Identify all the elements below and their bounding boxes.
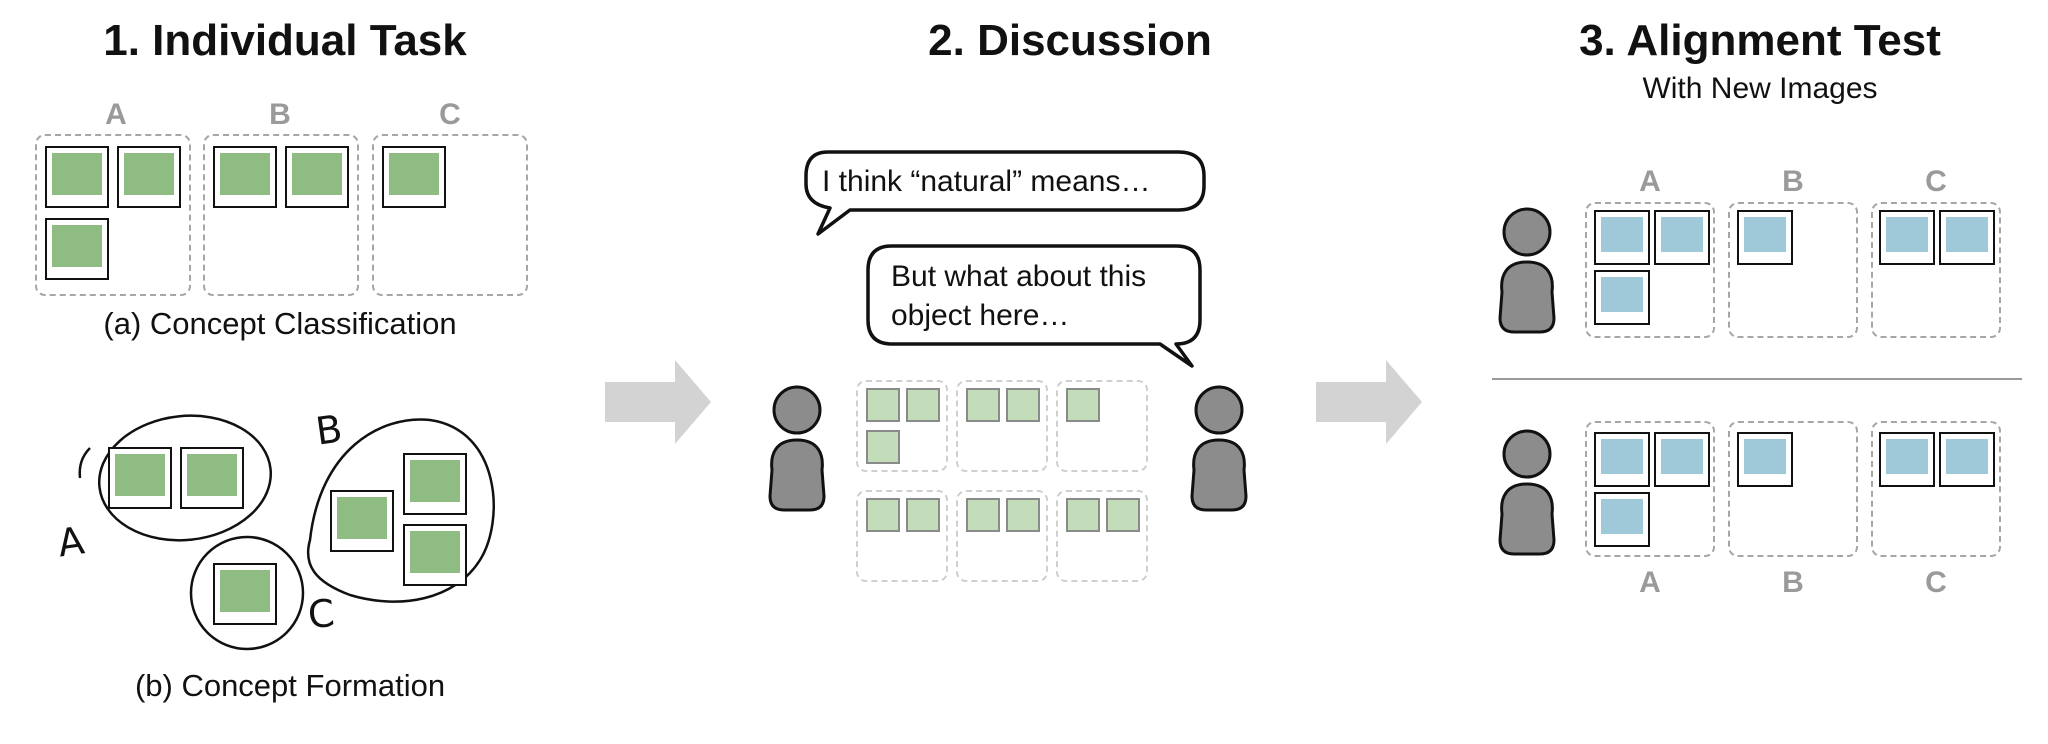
image-card — [330, 490, 394, 552]
speech-text-1: I think “natural” means… — [822, 165, 1151, 198]
image-thumbnail — [1006, 388, 1040, 422]
image-thumbnail — [1066, 498, 1100, 532]
image-card — [1594, 270, 1650, 325]
group-box — [1056, 490, 1148, 582]
image-card — [213, 146, 277, 208]
image-card — [180, 447, 244, 509]
group-box-b — [1728, 202, 1858, 338]
person-icon — [1190, 385, 1248, 512]
image-card — [45, 146, 109, 208]
arrow-right-icon — [605, 360, 711, 444]
image-thumbnail — [1066, 388, 1100, 422]
image-card — [403, 524, 467, 586]
image-card — [403, 453, 467, 515]
discussion-title: 2. Discussion — [928, 16, 1212, 65]
individual-task-title: 1. Individual Task — [103, 16, 467, 65]
image-card — [108, 447, 172, 509]
image-card — [1737, 432, 1793, 487]
image-thumbnail — [866, 498, 900, 532]
image-card — [1654, 432, 1710, 487]
image-card — [1939, 432, 1995, 487]
arrow-right-icon — [1316, 360, 1422, 444]
group-box-c — [1871, 421, 2001, 557]
group-label-c: C — [439, 98, 461, 131]
image-thumbnail — [966, 388, 1000, 422]
group-box-a — [1585, 421, 1715, 557]
group-box-b — [1728, 421, 1858, 557]
group-label-b: B — [1782, 566, 1804, 599]
person-icon — [1498, 207, 1556, 334]
group-box-c — [1871, 202, 2001, 338]
group-label-a: A — [1639, 165, 1661, 198]
group-label-b: B — [1782, 165, 1804, 198]
speech-text-2-line1: But what about this — [891, 260, 1147, 293]
group-box-c — [372, 134, 528, 296]
group-box-a — [35, 134, 191, 296]
image-card — [1879, 210, 1935, 265]
image-card — [1654, 210, 1710, 265]
image-card — [1594, 432, 1650, 487]
group-label-a: A — [1639, 566, 1661, 599]
group-label-b: B — [269, 98, 291, 131]
person-icon — [768, 385, 826, 512]
group-label-a: A — [105, 98, 127, 131]
image-thumbnail — [906, 498, 940, 532]
image-card — [213, 563, 277, 625]
group-label-c: C — [1925, 165, 1947, 198]
image-thumbnail — [1006, 498, 1040, 532]
image-thumbnail — [1106, 498, 1140, 532]
image-thumbnail — [906, 388, 940, 422]
divider — [1492, 378, 2022, 380]
image-thumbnail — [966, 498, 1000, 532]
group-box-b — [203, 134, 359, 296]
image-card — [1939, 210, 1995, 265]
group-box — [956, 490, 1048, 582]
concept-classification-caption: (a) Concept Classification — [103, 306, 457, 341]
person-icon — [1498, 429, 1556, 556]
group-box — [856, 380, 948, 472]
alignment-test-title: 3. Alignment Test — [1579, 16, 1941, 65]
image-card — [45, 218, 109, 280]
image-thumbnail — [866, 388, 900, 422]
group-box — [956, 380, 1048, 472]
image-card — [117, 146, 181, 208]
image-card — [1879, 432, 1935, 487]
group-box-a — [1585, 202, 1715, 338]
group-box — [856, 490, 948, 582]
alignment-test-subtitle: With New Images — [1642, 72, 1878, 105]
concept-formation-caption: (b) Concept Formation — [134, 668, 446, 703]
image-card — [1594, 210, 1650, 265]
image-card — [1594, 492, 1650, 547]
image-card — [382, 146, 446, 208]
image-thumbnail — [866, 430, 900, 464]
image-card — [1737, 210, 1793, 265]
group-label-c: C — [1925, 566, 1947, 599]
image-card — [285, 146, 349, 208]
speech-text-2-line2: object here… — [891, 299, 1070, 332]
group-box — [1056, 380, 1148, 472]
